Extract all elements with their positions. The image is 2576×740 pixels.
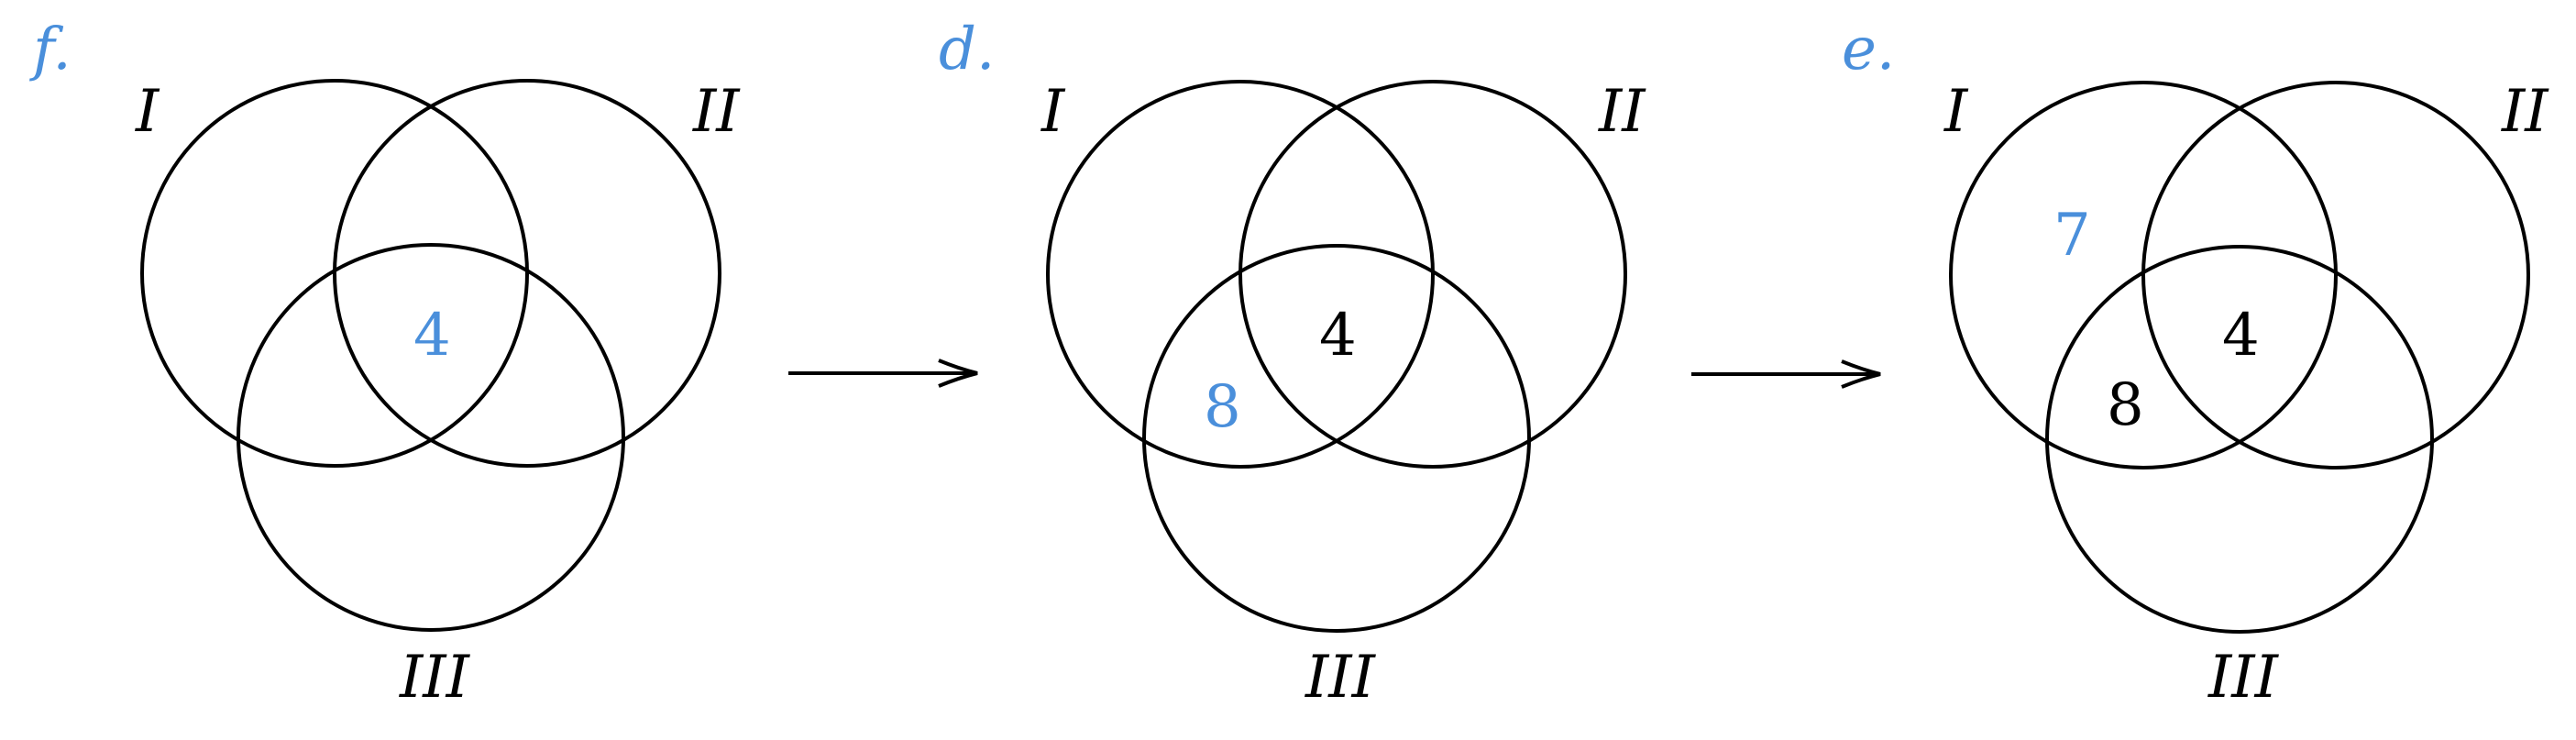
set-three-circle bbox=[237, 243, 625, 632]
venn-panel-f: f. I II III 4 bbox=[29, 16, 741, 712]
set-one-label: I bbox=[135, 78, 160, 146]
set-one-circle bbox=[1949, 81, 2338, 469]
region-one-three-value: 8 bbox=[1204, 373, 1241, 441]
region-all-three-value: 4 bbox=[413, 302, 451, 370]
set-two-circle bbox=[2141, 81, 2530, 469]
set-three-label: III bbox=[1305, 644, 1377, 712]
venn-panel-d: d. I II III 4 8 bbox=[939, 16, 1646, 712]
step-label: d. bbox=[939, 16, 995, 83]
step-label: f. bbox=[29, 16, 72, 83]
set-two-circle bbox=[333, 79, 721, 468]
set-one-circle bbox=[1046, 80, 1435, 469]
venn-panel-e: e. I II III 4 8 7 bbox=[1842, 16, 2549, 712]
region-one-only-value: 7 bbox=[2053, 202, 2091, 270]
set-three-circle bbox=[1142, 244, 1531, 633]
right-arrow-icon bbox=[1691, 359, 1881, 389]
set-two-label: II bbox=[1598, 78, 1646, 146]
set-three-circle bbox=[2045, 245, 2434, 634]
set-two-label: II bbox=[2501, 78, 2549, 146]
set-three-label: III bbox=[399, 644, 471, 712]
step-label: e. bbox=[1842, 16, 1895, 83]
set-one-circle bbox=[140, 79, 529, 468]
set-one-label: I bbox=[1040, 78, 1066, 146]
set-one-label: I bbox=[1943, 78, 1969, 146]
set-two-label: II bbox=[692, 78, 741, 146]
set-two-circle bbox=[1238, 80, 1627, 469]
region-all-three-value: 4 bbox=[1319, 302, 1357, 370]
region-one-three-value: 8 bbox=[2107, 371, 2144, 439]
region-all-three-value: 4 bbox=[2222, 302, 2260, 370]
set-three-label: III bbox=[2207, 644, 2280, 712]
right-arrow-icon bbox=[788, 359, 978, 388]
